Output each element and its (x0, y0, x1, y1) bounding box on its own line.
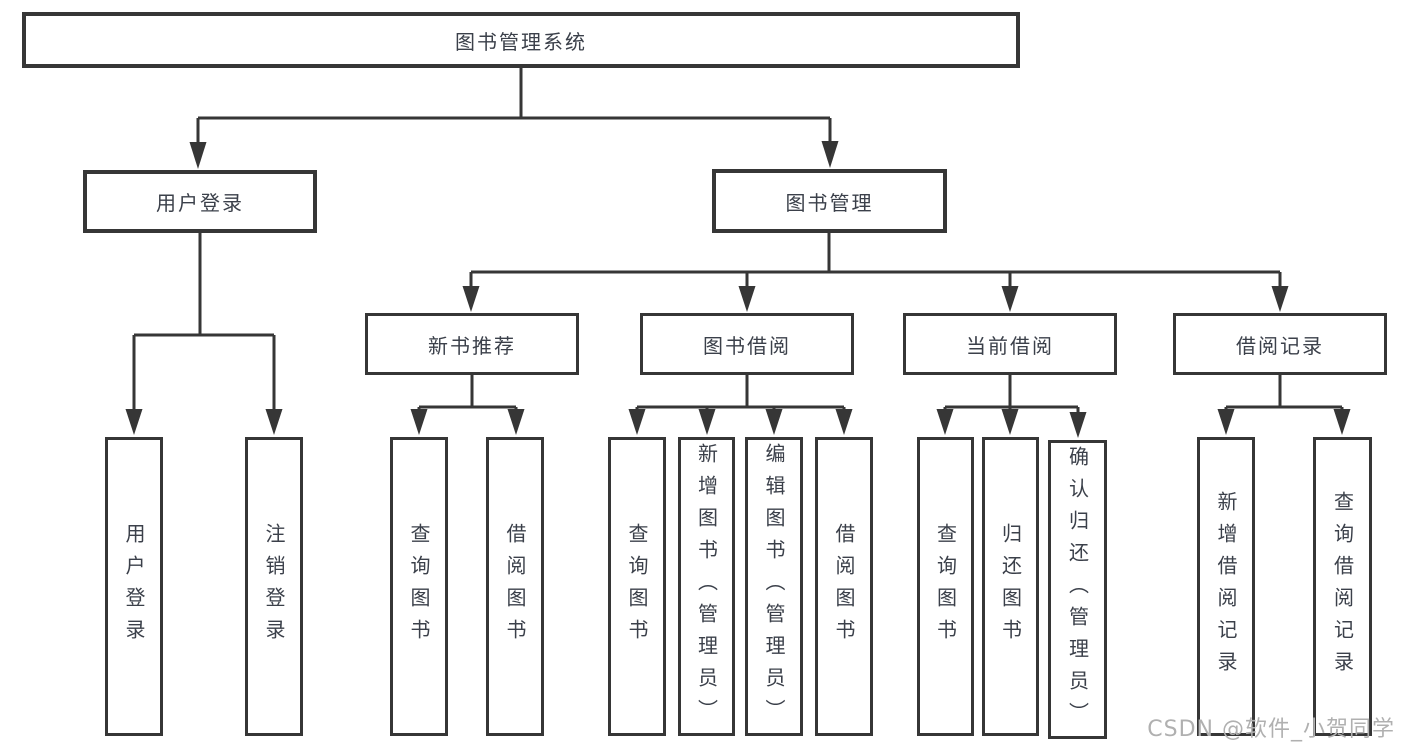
leaf-query-books-current: 查询图书 (917, 437, 974, 736)
leaf-user-login-label: 用户登录 (122, 522, 146, 651)
node-new-book-recommend: 新书推荐 (365, 313, 579, 375)
node-book-borrowing: 图书借阅 (640, 313, 854, 375)
leaf-borrow-books-recommend: 借阅图书 (486, 437, 544, 736)
node-new-book-recommend-label: 新书推荐 (428, 333, 516, 358)
leaf-edit-book-admin: 编辑图书（管理员） (745, 437, 803, 736)
node-user-login: 用户登录 (83, 170, 317, 233)
arrowheads-user-login (125, 409, 283, 435)
connector-book-borrowing (635, 375, 846, 413)
leaf-query-books-current-label: 查询图书 (933, 522, 958, 651)
node-book-management-label: 图书管理 (785, 190, 874, 215)
arrowheads-book-borrowing (628, 409, 853, 435)
node-borrowing-records: 借阅记录 (1173, 313, 1387, 375)
connector-new-book-recommend (417, 375, 518, 413)
leaf-return-book: 归还图书 (982, 437, 1039, 736)
connector-root (196, 68, 832, 146)
leaf-add-borrow-record: 新增借阅记录 (1197, 437, 1255, 736)
node-root: 图书管理系统 (22, 12, 1020, 68)
leaf-query-books-recommend-label: 查询图书 (407, 522, 431, 651)
node-book-management: 图书管理 (712, 169, 947, 233)
arrowheads-book-management (462, 286, 1289, 312)
leaf-edit-book-admin-label: 编辑图书（管理员） (762, 442, 786, 731)
leaf-add-book-admin-label: 新增图书（管理员） (694, 442, 719, 731)
node-current-borrowing: 当前借阅 (903, 313, 1117, 375)
leaf-logout: 注销登录 (245, 437, 303, 736)
arrowheads-new-book-recommend (410, 409, 525, 435)
leaf-return-book-label: 归还图书 (998, 522, 1023, 651)
leaf-borrow-books-recommend-label: 借阅图书 (503, 522, 527, 651)
leaf-confirm-return-admin-label: 确认归还（管理员） (1065, 445, 1090, 734)
leaf-borrow-books-borrowing: 借阅图书 (815, 437, 873, 736)
node-book-borrowing-label: 图书借阅 (703, 333, 791, 358)
watermark: CSDN @软件_小贺同学 (1147, 717, 1395, 742)
arrowheads-root (189, 141, 839, 169)
leaf-logout-label: 注销登录 (262, 522, 286, 651)
leaf-confirm-return-admin: 确认归还（管理员） (1048, 440, 1107, 739)
leaf-query-books-borrowing: 查询图书 (608, 437, 666, 736)
leaf-add-book-admin: 新增图书（管理员） (678, 437, 735, 736)
connector-current-borrowing (943, 375, 1080, 413)
node-borrowing-records-label: 借阅记录 (1236, 333, 1324, 358)
connector-borrowing-records (1224, 375, 1344, 413)
leaf-query-borrow-record: 查询借阅记录 (1313, 437, 1372, 736)
leaf-query-books-recommend: 查询图书 (390, 437, 448, 736)
node-current-borrowing-label: 当前借阅 (966, 333, 1054, 358)
arrowheads-current-borrowing (936, 409, 1087, 438)
arrowheads-borrowing-records (1217, 409, 1351, 435)
connector-user-login (132, 233, 276, 412)
connector-book-management (469, 233, 1282, 289)
leaf-query-borrow-record-label: 查询借阅记录 (1330, 490, 1355, 683)
leaf-query-books-borrowing-label: 查询图书 (625, 522, 649, 651)
leaf-add-borrow-record-label: 新增借阅记录 (1214, 490, 1238, 683)
node-root-label: 图书管理系统 (455, 29, 587, 54)
leaf-user-login: 用户登录 (105, 437, 163, 736)
node-user-login-label: 用户登录 (156, 191, 244, 215)
leaf-borrow-books-borrowing-label: 借阅图书 (832, 522, 856, 651)
